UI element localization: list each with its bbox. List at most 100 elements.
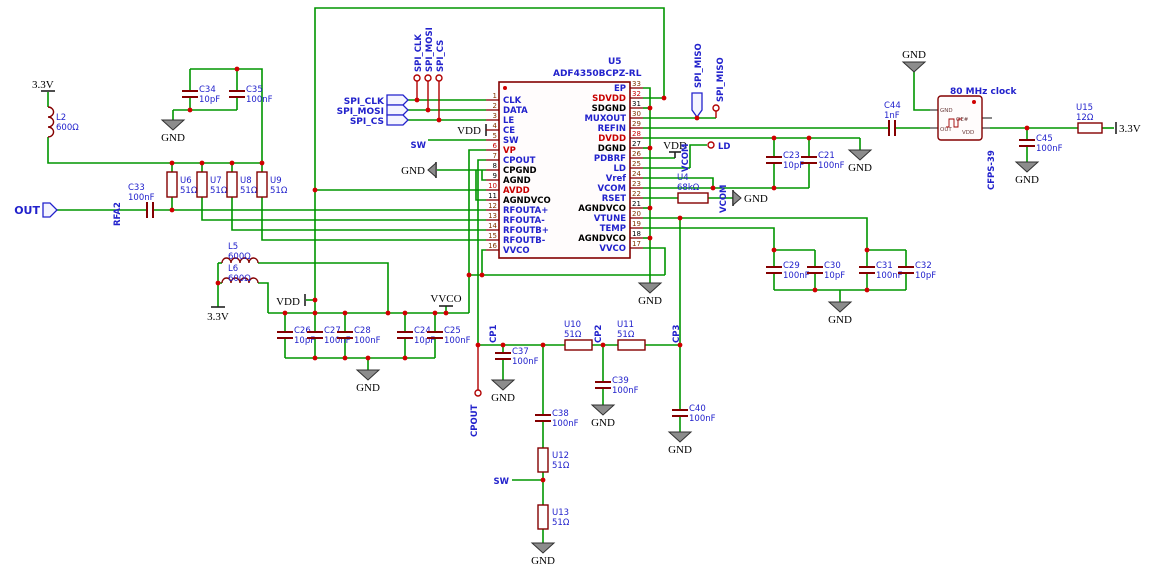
port-SPI_MISO[interactable] bbox=[691, 92, 703, 119]
ref-C31[interactable]: C31 bbox=[876, 261, 893, 271]
testpoint[interactable] bbox=[435, 74, 443, 82]
value-C31[interactable]: 100nF bbox=[876, 271, 903, 281]
net-label-RFA2[interactable]: RFA2 bbox=[113, 202, 123, 226]
resistor-U15[interactable] bbox=[1077, 122, 1103, 134]
value-C38[interactable]: 100nF bbox=[552, 419, 579, 429]
port-label-SPI_MOSI[interactable]: SPI_MOSI bbox=[337, 107, 384, 117]
ic-U5[interactable] bbox=[498, 81, 631, 259]
ref-U4[interactable]: U4 bbox=[677, 173, 689, 183]
ref-U6[interactable]: U6 bbox=[180, 176, 192, 186]
value-C33[interactable]: 100nF bbox=[128, 193, 155, 203]
ref-C21[interactable]: C21 bbox=[818, 151, 835, 161]
net-label-SPI_MISO[interactable]: SPI_MISO bbox=[716, 57, 726, 102]
ref-U15[interactable]: U15 bbox=[1076, 103, 1093, 113]
testpoint[interactable] bbox=[712, 104, 720, 112]
value-L2[interactable]: 600Ω bbox=[56, 123, 79, 133]
ref-U10[interactable]: U10 bbox=[564, 320, 581, 330]
resistor-U6[interactable] bbox=[166, 171, 178, 198]
ref-L5[interactable]: L5 bbox=[228, 242, 238, 252]
ref-U9[interactable]: U9 bbox=[270, 176, 282, 186]
ic-ref[interactable]: U5 bbox=[608, 57, 622, 67]
net-label-SW[interactable]: SW bbox=[411, 141, 427, 151]
net-label-SW[interactable]: SW bbox=[494, 477, 510, 487]
value-C45[interactable]: 100nF bbox=[1036, 144, 1063, 154]
value-L6[interactable]: 600Ω bbox=[228, 274, 251, 284]
ref-U7[interactable]: U7 bbox=[210, 176, 222, 186]
value-C27[interactable]: 100nF bbox=[324, 336, 351, 346]
ref-C28[interactable]: C28 bbox=[354, 326, 371, 336]
net-label-SPI_CLK[interactable]: SPI_CLK bbox=[414, 34, 424, 72]
testpoint[interactable] bbox=[413, 74, 421, 82]
port-label-OUT[interactable]: OUT bbox=[14, 204, 40, 217]
inductor-L6[interactable] bbox=[221, 277, 259, 284]
ref-C27[interactable]: C27 bbox=[324, 326, 341, 336]
ref-U12[interactable]: U12 bbox=[552, 451, 569, 461]
ref-C30[interactable]: C30 bbox=[824, 261, 841, 271]
value-C34[interactable]: 10pF bbox=[199, 95, 220, 105]
value-U9[interactable]: 51Ω bbox=[270, 186, 288, 196]
value-U12[interactable]: 51Ω bbox=[552, 461, 570, 471]
ref-C24[interactable]: C24 bbox=[414, 326, 431, 336]
port-label-SPI_CLK[interactable]: SPI_CLK bbox=[344, 97, 385, 107]
ref-C26[interactable]: C26 bbox=[294, 326, 311, 336]
value-C26[interactable]: 10pF bbox=[294, 336, 315, 346]
port-SPI_CS[interactable] bbox=[386, 114, 409, 126]
ref-U11[interactable]: U11 bbox=[617, 320, 634, 330]
ic-value[interactable]: ADF4350BCPZ-RL bbox=[553, 69, 642, 79]
ref-C40[interactable]: C40 bbox=[689, 404, 706, 414]
value-U15[interactable]: 12Ω bbox=[1076, 113, 1094, 123]
ref-C38[interactable]: C38 bbox=[552, 409, 569, 419]
resistor-U10[interactable] bbox=[564, 339, 593, 351]
net-label-SPI_CS[interactable]: SPI_CS bbox=[436, 40, 446, 72]
inductor-L5[interactable] bbox=[221, 257, 259, 264]
value-U13[interactable]: 51Ω bbox=[552, 518, 570, 528]
value-U6[interactable]: 51Ω bbox=[180, 186, 198, 196]
testpoint[interactable] bbox=[424, 74, 432, 82]
ref-C44[interactable]: C44 bbox=[884, 101, 901, 111]
ref-C29[interactable]: C29 bbox=[783, 261, 800, 271]
value-C39[interactable]: 100nF bbox=[612, 386, 639, 396]
clock-module[interactable] bbox=[937, 95, 983, 141]
resistor-U9[interactable] bbox=[256, 171, 268, 198]
inductor-L2[interactable] bbox=[47, 106, 55, 138]
port-label-SPI_CS[interactable]: SPI_CS bbox=[350, 117, 384, 127]
ref-C39[interactable]: C39 bbox=[612, 376, 629, 386]
ref-C25[interactable]: C25 bbox=[444, 326, 461, 336]
ref-C34[interactable]: C34 bbox=[199, 85, 216, 95]
net-label-CP3[interactable]: CP3 bbox=[672, 325, 682, 343]
ref-C23[interactable]: C23 bbox=[783, 151, 800, 161]
value-C29[interactable]: 100nF bbox=[783, 271, 810, 281]
testpoint[interactable] bbox=[474, 389, 482, 397]
value-U4[interactable]: 68kΩ bbox=[677, 183, 700, 193]
value-C25[interactable]: 100nF bbox=[444, 336, 471, 346]
value-C23[interactable]: 10pF bbox=[783, 161, 804, 171]
value-C44[interactable]: 1nF bbox=[884, 111, 900, 121]
ref-L2[interactable]: L2 bbox=[56, 113, 66, 123]
resistor-U4[interactable] bbox=[677, 192, 709, 204]
net-label-CP1[interactable]: CP1 bbox=[489, 325, 499, 343]
ref-C32[interactable]: C32 bbox=[915, 261, 932, 271]
testpoint[interactable] bbox=[707, 141, 715, 149]
value-U10[interactable]: 51Ω bbox=[564, 330, 582, 340]
resistor-U11[interactable] bbox=[617, 339, 646, 351]
port-SPI_MOSI[interactable] bbox=[386, 104, 409, 116]
net-label-SPI_MISO[interactable]: SPI_MISO bbox=[694, 43, 704, 88]
value-L5[interactable]: 600Ω bbox=[228, 252, 251, 262]
ref-L6[interactable]: L6 bbox=[228, 264, 238, 274]
value-C32[interactable]: 10pF bbox=[915, 271, 936, 281]
ref-C45[interactable]: C45 bbox=[1036, 134, 1053, 144]
module-part[interactable]: CFPS-39 bbox=[987, 150, 997, 190]
ref-U8[interactable]: U8 bbox=[240, 176, 252, 186]
resistor-U13[interactable] bbox=[537, 504, 549, 530]
value-U11[interactable]: 51Ω bbox=[617, 330, 635, 340]
net-label-VCOM[interactable]: VCOM bbox=[719, 184, 729, 213]
value-C28[interactable]: 100nF bbox=[354, 336, 381, 346]
port-SPI_CLK[interactable] bbox=[386, 94, 409, 106]
net-label-SPI_MOSI[interactable]: SPI_MOSI bbox=[425, 27, 435, 72]
value-C40[interactable]: 100nF bbox=[689, 414, 716, 424]
resistor-U12[interactable] bbox=[537, 447, 549, 473]
value-C21[interactable]: 100nF bbox=[818, 161, 845, 171]
value-U7[interactable]: 51Ω bbox=[210, 186, 228, 196]
net-label-VCOM[interactable]: VCOM bbox=[681, 143, 691, 172]
